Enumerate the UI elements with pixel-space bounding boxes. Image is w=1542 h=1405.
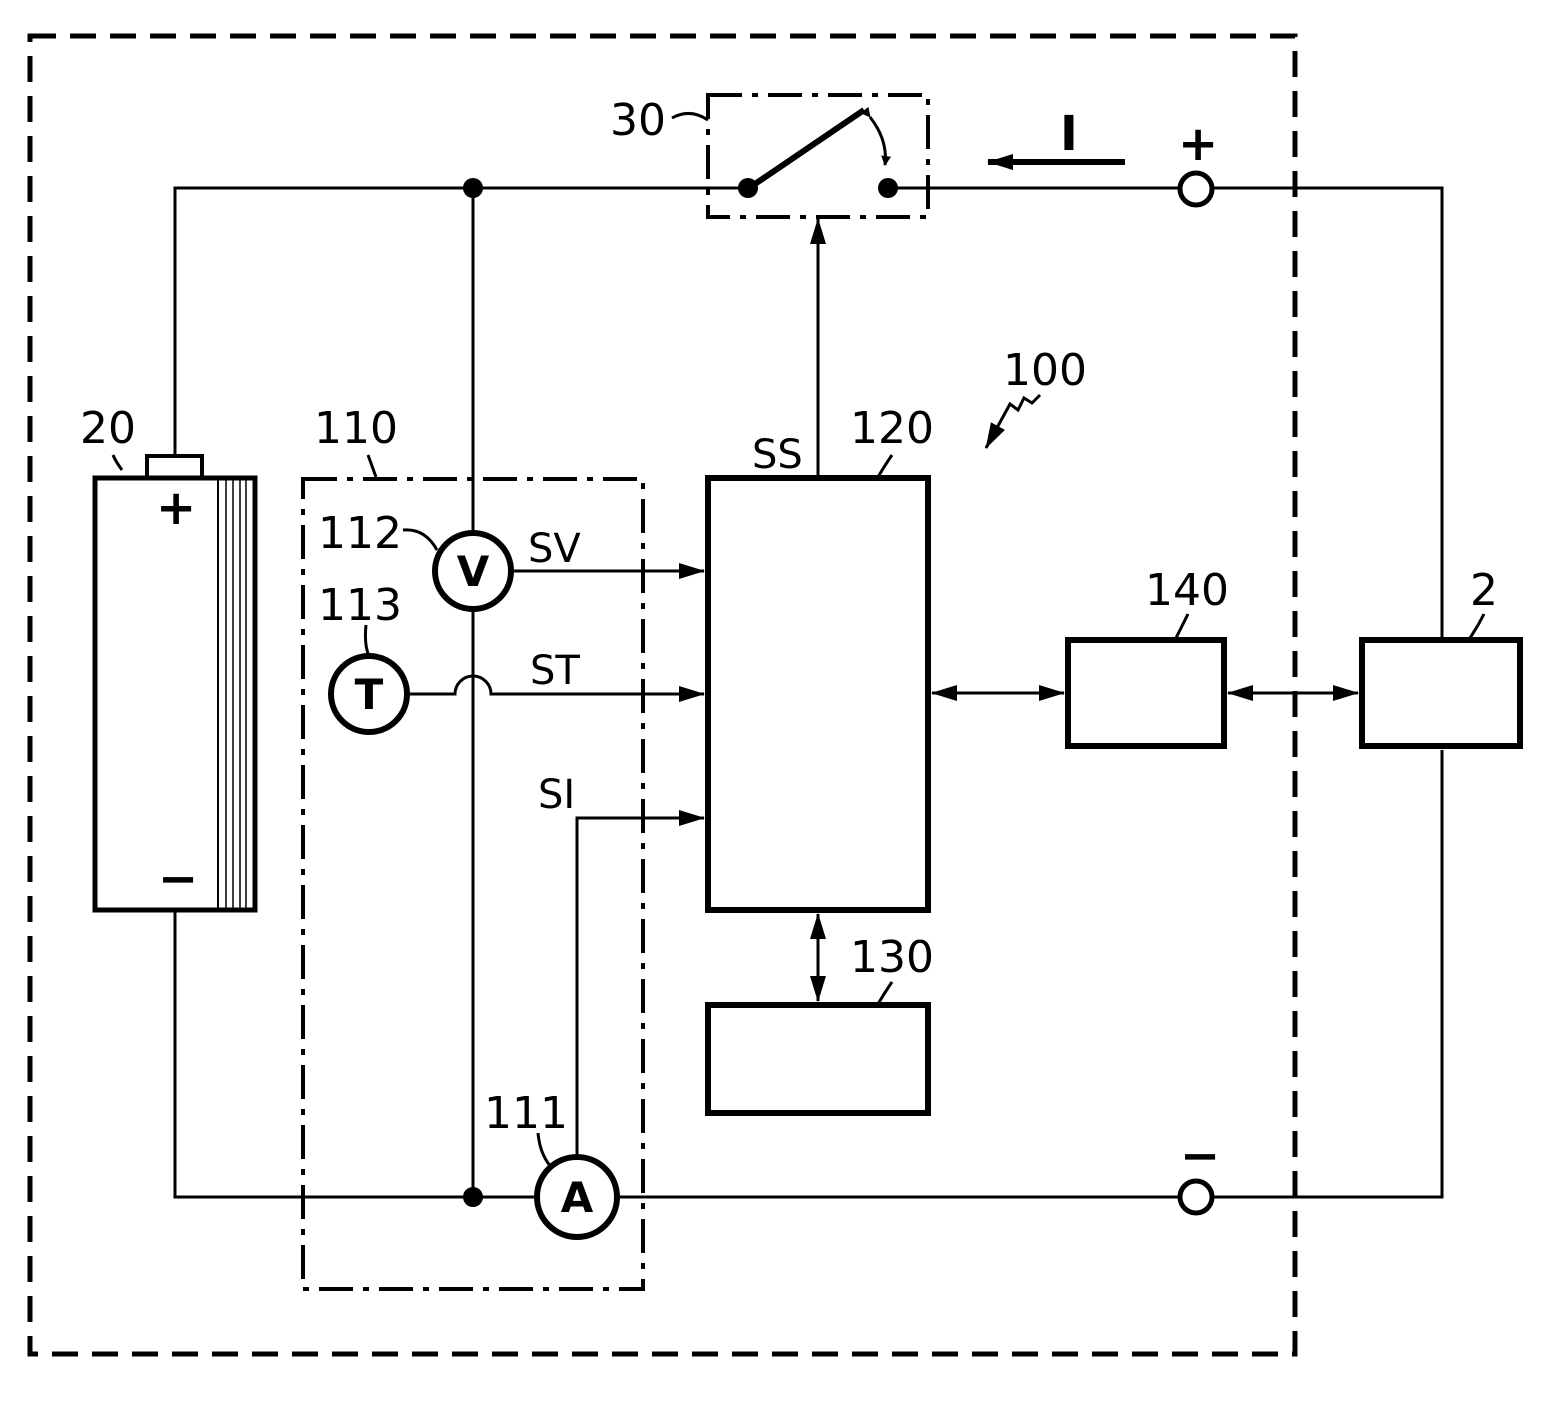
label-ammeter: 111 bbox=[484, 1088, 568, 1139]
leader-sensing bbox=[368, 455, 376, 477]
label-communication: 140 bbox=[1145, 565, 1229, 616]
label-apparatus: 100 bbox=[1003, 345, 1087, 396]
label-voltmeter: 112 bbox=[318, 508, 402, 559]
current-label: I bbox=[1060, 106, 1078, 162]
terminal-plus bbox=[1180, 173, 1212, 205]
leader-battery bbox=[113, 455, 122, 470]
switch-box bbox=[708, 95, 928, 217]
label-controller: 120 bbox=[850, 403, 934, 454]
leader-memory bbox=[878, 982, 892, 1004]
label-switch: 30 bbox=[610, 95, 666, 146]
leader-controller bbox=[878, 455, 892, 477]
external-device-block bbox=[1362, 640, 1520, 746]
leader-external bbox=[1470, 614, 1484, 638]
voltmeter-symbol: V bbox=[457, 547, 490, 596]
thermometer-symbol: T bbox=[355, 670, 384, 719]
label-thermometer: 113 bbox=[318, 580, 402, 631]
memory-block bbox=[708, 1005, 928, 1113]
bottom-wire-external bbox=[1212, 750, 1442, 1197]
terminal-minus bbox=[1180, 1181, 1212, 1213]
bottom-wire-left bbox=[175, 910, 537, 1197]
leader-communication bbox=[1176, 614, 1188, 638]
label-memory: 130 bbox=[850, 932, 934, 983]
junction-dot-bottom bbox=[463, 1187, 483, 1207]
label-switch-signal: SS bbox=[752, 432, 803, 478]
label-battery: 20 bbox=[80, 403, 136, 454]
ammeter-symbol: A bbox=[561, 1173, 594, 1222]
junction-dot-top bbox=[463, 178, 483, 198]
top-wire-external bbox=[1212, 188, 1442, 640]
terminal-plus-label: + bbox=[1178, 116, 1218, 172]
current-signal-line bbox=[577, 818, 704, 1157]
leader-voltmeter bbox=[403, 530, 437, 550]
leader-switch bbox=[672, 113, 708, 120]
controller-block bbox=[708, 478, 928, 910]
switch-contact-right bbox=[878, 178, 898, 198]
battery-minus-label: − bbox=[158, 851, 198, 907]
terminal-minus-label: − bbox=[1180, 1128, 1220, 1184]
label-external-device: 2 bbox=[1470, 565, 1498, 616]
label-current-signal: SI bbox=[538, 772, 575, 818]
switch-motion-arrow bbox=[870, 117, 885, 165]
label-voltage-signal: SV bbox=[528, 526, 581, 572]
top-wire-left bbox=[175, 188, 748, 455]
leader-apparatus bbox=[986, 395, 1040, 448]
communication-block bbox=[1068, 640, 1224, 746]
label-sensing-unit: 110 bbox=[314, 403, 398, 454]
battery-plus-label: + bbox=[156, 480, 196, 536]
switch-blade bbox=[752, 110, 864, 186]
label-temperature-signal: ST bbox=[530, 648, 580, 694]
